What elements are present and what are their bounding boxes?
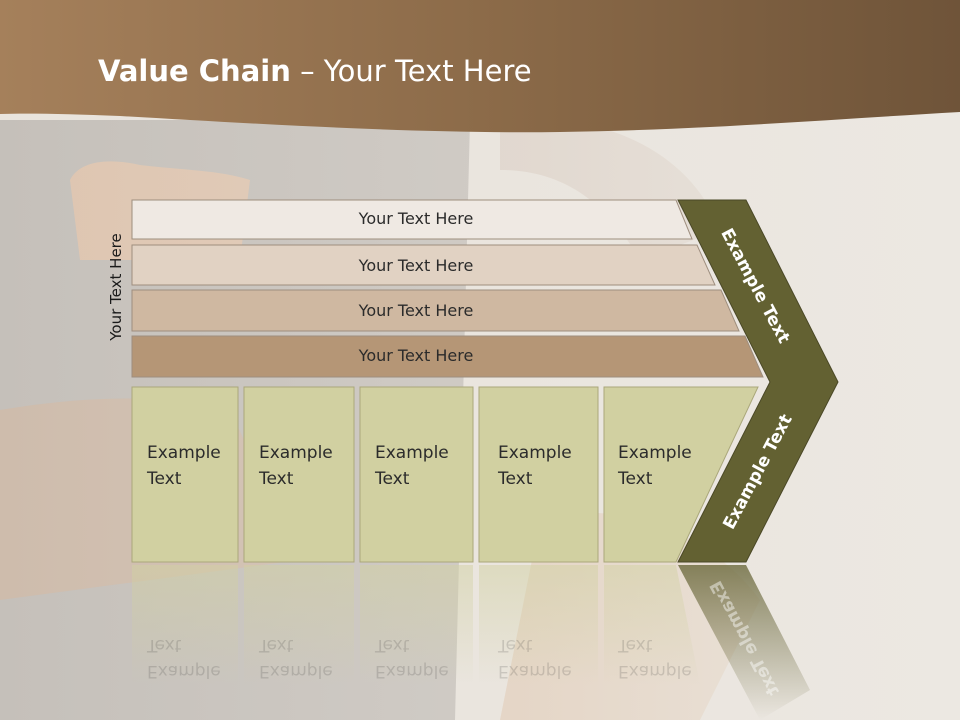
column-4-label-reflection: Example Text: [498, 632, 572, 684]
column-5: [603, 386, 759, 563]
column-3-reflection-line1: Example: [375, 661, 449, 681]
column-4: [478, 386, 599, 563]
column-5-reflection: [604, 565, 700, 685]
column-3-reflection: [360, 565, 473, 685]
column-4-reflection-line1: Example: [498, 661, 572, 681]
title-rest: – Your Text Here: [290, 54, 532, 88]
slide-title: Value Chain – Your Text Here: [98, 54, 532, 88]
column-4-line1: Example: [498, 443, 572, 463]
band-1-label: Your Text Here: [358, 209, 474, 228]
side-label: Your Text Here: [107, 233, 125, 341]
column-4-line2: Text: [498, 469, 533, 489]
column-3-reflection-line2: Text: [375, 635, 410, 655]
column-2-line1: Example: [259, 443, 333, 463]
column-4-reflection: [479, 565, 598, 685]
column-1-line2: Text: [147, 469, 182, 489]
column-1-label-reflection: Example Text: [147, 632, 221, 684]
column-2-reflection: [244, 565, 354, 685]
column-1-reflection: [132, 565, 238, 685]
column-2-reflection-line1: Example: [259, 661, 333, 681]
column-3: [359, 386, 474, 563]
column-3-label-reflection: Example Text: [375, 632, 449, 684]
column-5-reflection-line2: Text: [618, 635, 653, 655]
title-bold: Value Chain: [98, 54, 291, 88]
column-3-line2: Text: [375, 469, 410, 489]
column-1: [131, 386, 239, 563]
column-5-reflection-line1: Example: [618, 661, 692, 681]
chevron-arrow: [677, 199, 839, 563]
column-2-reflection-line2: Text: [259, 635, 294, 655]
column-2-label-reflection: Example Text: [259, 632, 333, 684]
column-1-line1: Example: [147, 443, 221, 463]
column-4-reflection-line2: Text: [498, 635, 533, 655]
band-2: [131, 244, 716, 286]
column-3-line1: Example: [375, 443, 449, 463]
band-4: [131, 335, 764, 378]
column-5-label-reflection: Example Text: [618, 632, 692, 684]
band-3: [131, 289, 740, 332]
column-2: [243, 386, 355, 563]
band-4-label: Your Text Here: [358, 346, 474, 365]
header-band: [0, 0, 960, 133]
band-2-label: Your Text Here: [358, 256, 474, 275]
column-5-line2: Text: [618, 469, 653, 489]
column-1-reflection-line1: Example: [147, 661, 221, 681]
band-3-label: Your Text Here: [358, 301, 474, 320]
column-1-reflection-line2: Text: [147, 635, 182, 655]
column-2-line2: Text: [259, 469, 294, 489]
chevron-reflection: [678, 565, 810, 720]
band-1: [131, 199, 693, 240]
column-5-line1: Example: [618, 443, 692, 463]
